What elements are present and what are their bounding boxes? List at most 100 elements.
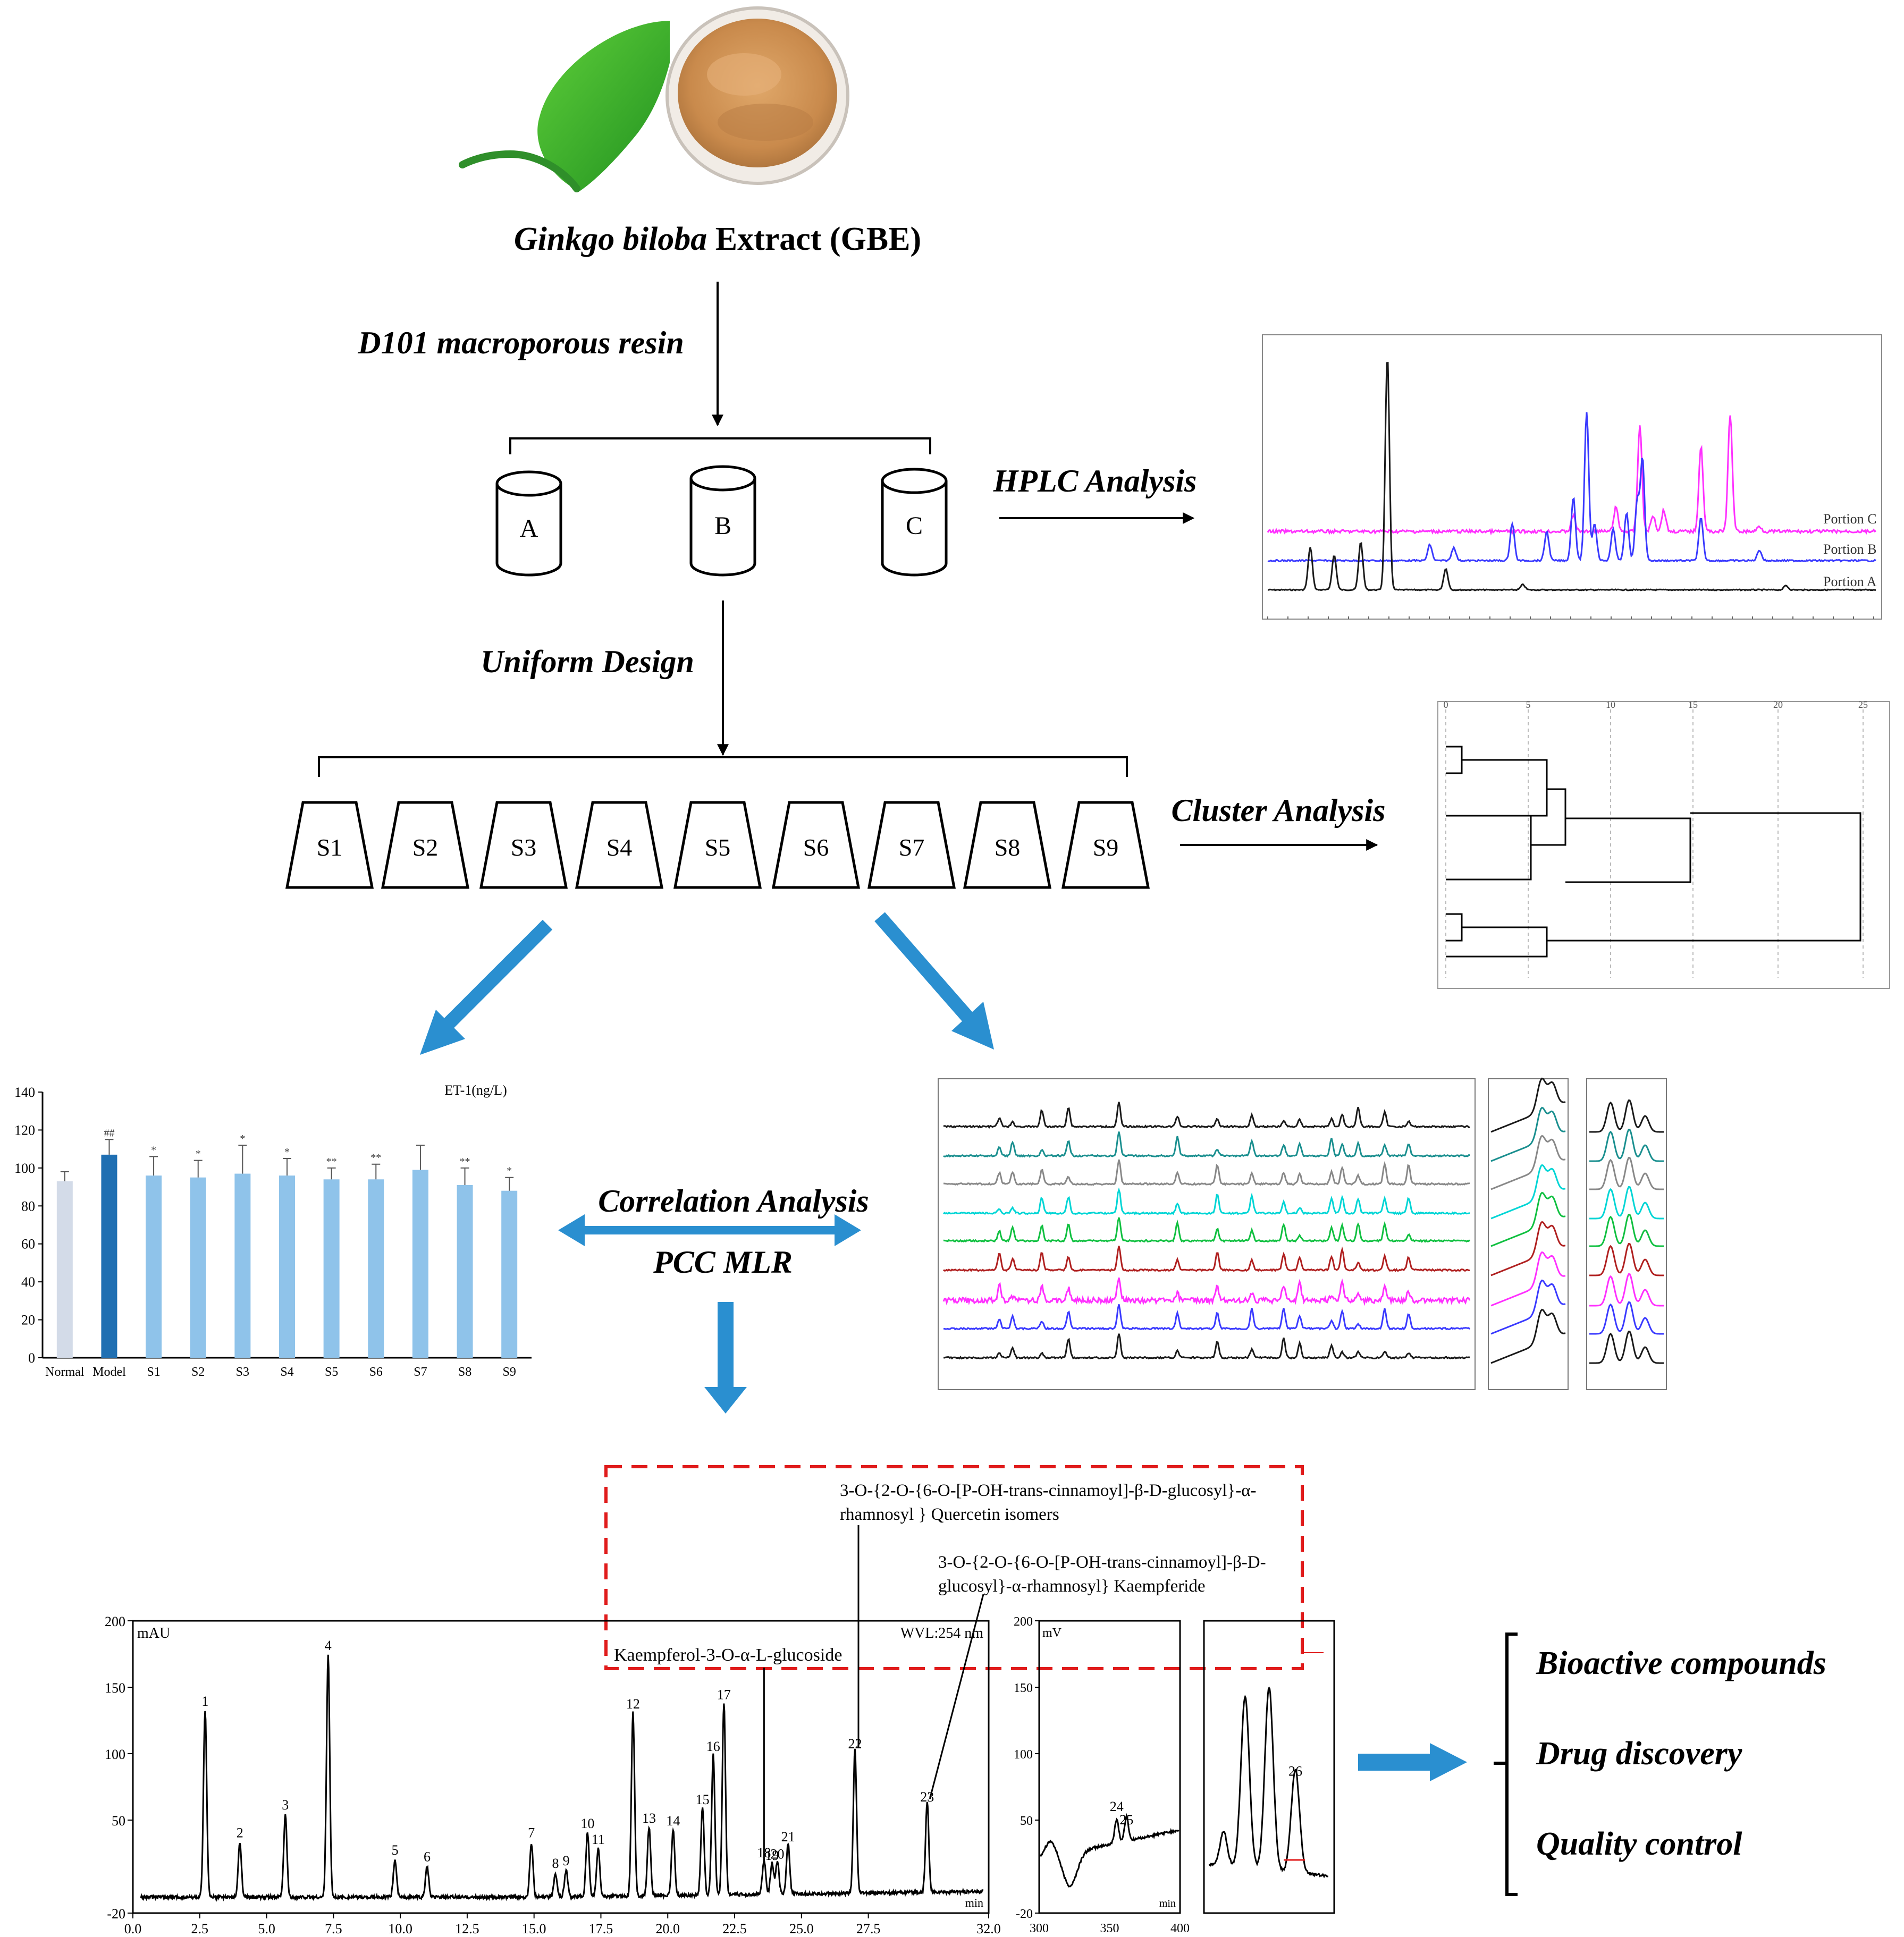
zoom-trace-1 [1490, 1077, 1566, 1133]
fingerprint-frame [938, 1078, 1476, 1390]
bar-category-label: Normal [45, 1365, 85, 1379]
pointer-kaempferide [929, 1594, 984, 1799]
mv-chrom-trace [1040, 1813, 1180, 1888]
dendrogram-tick-label: 5 [1526, 699, 1531, 710]
sample-s5: S5 [673, 801, 762, 889]
bar-s7 [412, 1170, 428, 1358]
portion-c-cylinder: C [881, 468, 948, 577]
bar-model [101, 1154, 117, 1358]
annotation-quercetin-line2: rhamnosyl } Quercetin isomers [840, 1505, 1059, 1524]
peak-label-26: 26 [1288, 1764, 1302, 1779]
legend-portion-a: Portion A [1823, 574, 1877, 589]
sample-label: S7 [899, 834, 925, 861]
mv-chrom-xtick-label: 300 [1030, 1922, 1049, 1934]
sample-label: S4 [606, 834, 633, 861]
arrow-to-fingerprints [874, 912, 994, 1050]
gbe-title-rest: Extract (GBE) [707, 221, 921, 257]
sample-s3: S3 [479, 801, 568, 889]
bar-significance: * [507, 1165, 512, 1177]
mv-chrom-xunit: min [1159, 1898, 1176, 1909]
main-chrom-xtick-label: 25.0 [789, 1921, 814, 1934]
cluster-analysis-label: Cluster Analysis [1172, 793, 1386, 828]
fingerprint-trace [942, 1187, 1470, 1215]
sample-s1: S1 [285, 801, 374, 889]
fingerprint-trace [943, 1246, 1470, 1272]
bar-significance: ** [370, 1152, 381, 1164]
outcome-drug-discovery: Drug discovery [1536, 1736, 1742, 1772]
peak-label-24: 24 [1110, 1799, 1124, 1814]
bar-s2 [190, 1177, 206, 1358]
main-chrom-xtick-label: 20.0 [656, 1921, 680, 1934]
bar-significance: * [151, 1144, 156, 1156]
uniform-design-label: Uniform Design [481, 644, 694, 679]
sample-s2: S2 [381, 801, 470, 889]
main-chrom-xtick-label: 2.5 [191, 1921, 209, 1934]
main-chrom-wavelength: WVL:254 nm [900, 1625, 984, 1642]
main-chrom-xtick-label: 22.5 [722, 1921, 747, 1934]
mv-chrom-unit: mV [1042, 1626, 1062, 1640]
peak-label-16: 16 [706, 1739, 720, 1754]
zoom-trace-1 [1490, 1164, 1566, 1220]
fingerprint-trace [943, 1217, 1471, 1243]
double-arrow-correlation [558, 1214, 861, 1246]
zoom-panel-1 [1488, 1078, 1569, 1390]
bar-category-label: S7 [414, 1365, 427, 1379]
portion-c-label: C [906, 512, 923, 540]
bar-category-label: S9 [503, 1365, 516, 1379]
bar-category-label: S8 [458, 1365, 471, 1379]
fingerprint-trace [943, 1333, 1470, 1360]
bar-y-tick-label: 20 [21, 1313, 35, 1328]
portion-a-trace [1267, 361, 1876, 591]
sample-s7: S7 [867, 801, 956, 889]
bar-significance: * [196, 1148, 201, 1160]
zoom-trace-2 [1589, 1301, 1664, 1335]
bar-s3 [234, 1173, 251, 1358]
sample-label: S8 [995, 834, 1021, 861]
zoom-panel-2 [1586, 1078, 1667, 1390]
peak-label-12: 12 [626, 1696, 640, 1712]
bar-significance: ** [460, 1156, 470, 1168]
dendrogram-tick-label: 20 [1773, 699, 1783, 710]
outcome-bioactive: Bioactive compounds [1536, 1645, 1826, 1681]
portion-b-trace [1267, 412, 1876, 563]
peak-label-20: 20 [771, 1847, 785, 1862]
dendrogram-tick-label: 25 [1858, 699, 1868, 710]
main-chrom-xtick-label: 27.5 [856, 1921, 881, 1934]
gbe-title: Ginkgo biloba Extract (GBE) [514, 221, 921, 257]
zoom-trace-2 [1589, 1214, 1664, 1247]
bar-significance: ** [326, 1156, 337, 1168]
mv-chrom-ytick-label: 100 [1014, 1748, 1033, 1762]
sample-label: S3 [511, 834, 537, 861]
peak-label-7: 7 [528, 1825, 535, 1841]
zoom-trace-1 [1490, 1279, 1566, 1335]
annotation-kaempferide-line1: 3-O-{2-O-{6-O-[P-OH-trans-cinnamoyl]-β-D… [938, 1553, 1266, 1572]
peak-label-2: 2 [237, 1825, 243, 1841]
sample-s9: S9 [1061, 801, 1150, 889]
bar-s9 [501, 1190, 518, 1358]
pcc-mlr-label: PCC MLR [653, 1245, 793, 1280]
bar-category-label: S4 [280, 1365, 293, 1379]
mv-chrom-ytick-label: 50 [1020, 1814, 1033, 1828]
sample-fingerprints-chart [938, 1077, 1667, 1390]
mv-chrom-frame [1038, 1620, 1181, 1914]
main-chrom-xtick-label: 10.0 [388, 1921, 412, 1934]
sample-s4: S4 [575, 801, 664, 889]
main-chrom-xtick-label: 15.0 [522, 1921, 546, 1934]
sample-label: S6 [803, 834, 829, 861]
hplc-label: HPLC Analysis [993, 463, 1197, 498]
annotation-kaempferol: Kaempferol-3-O-α-L-glucoside [614, 1645, 842, 1665]
portion-a-cylinder: A [495, 470, 562, 577]
peak-label-10: 10 [580, 1816, 594, 1831]
fingerprint-trace [943, 1131, 1470, 1158]
bar-category-label: S1 [147, 1365, 160, 1379]
zoom-trace-2 [1589, 1243, 1664, 1276]
peak-label-21: 21 [781, 1829, 795, 1845]
legend-portion-b: Portion B [1823, 542, 1876, 557]
bar-s6 [368, 1179, 384, 1358]
bar-chart-title: ET-1(ng/L) [444, 1082, 507, 1098]
peak-label-22: 22 [848, 1736, 862, 1752]
hplc-portions-chart: Portion C Portion B Portion A [1262, 334, 1882, 620]
